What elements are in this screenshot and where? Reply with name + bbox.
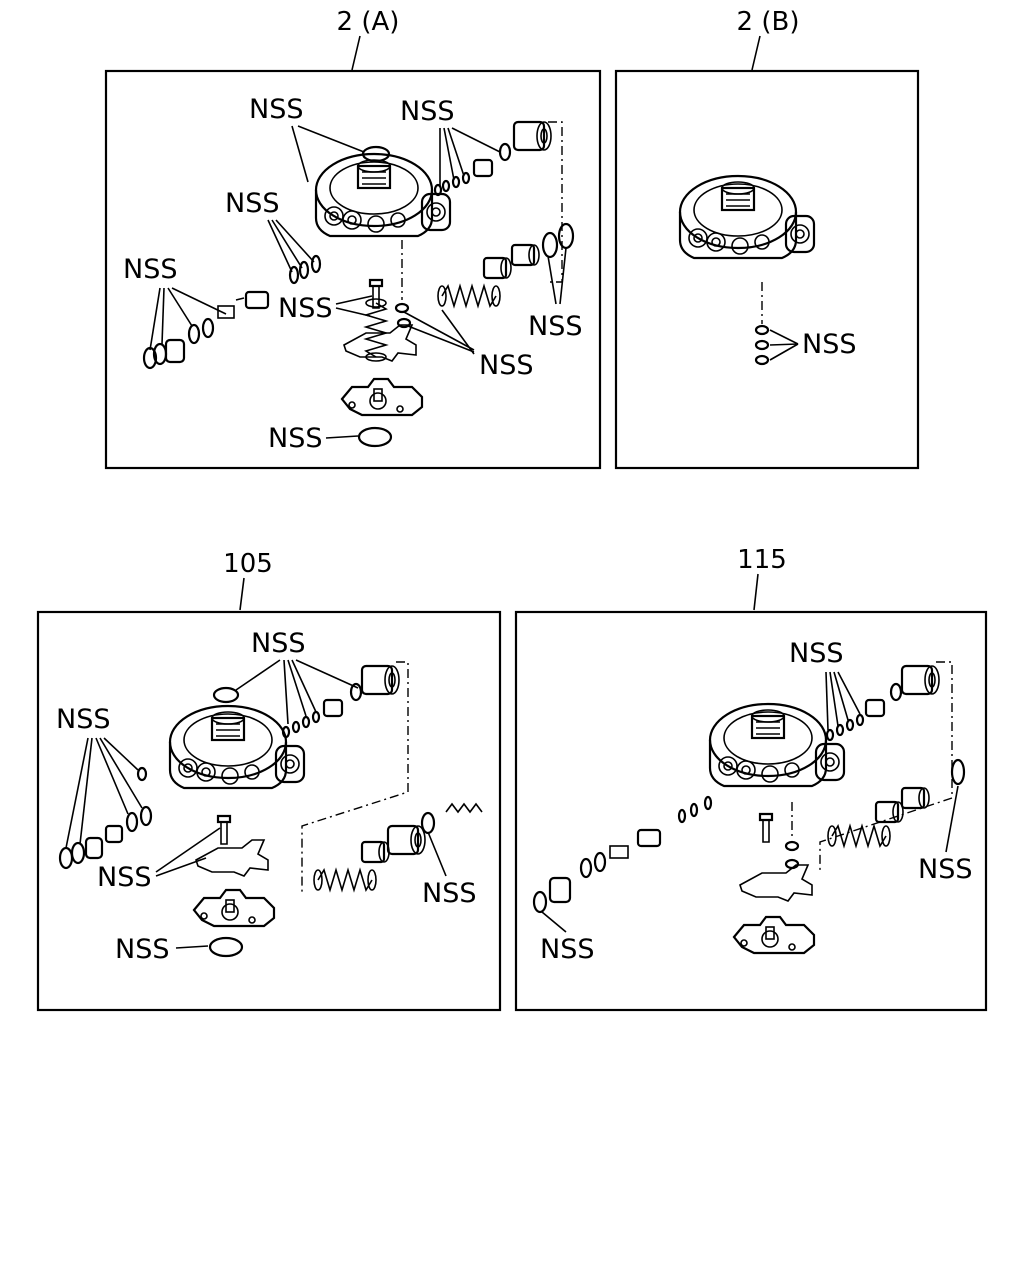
top-oring bbox=[212, 686, 240, 704]
left-plunger-stack bbox=[142, 254, 322, 370]
nss-label: NSS bbox=[225, 188, 279, 219]
panel-115: 115 bbox=[514, 545, 988, 1012]
nss-label: NSS bbox=[97, 862, 151, 893]
nss-label: NSS bbox=[540, 934, 594, 965]
nss-label: NSS bbox=[278, 293, 332, 324]
cover-plate bbox=[732, 915, 816, 955]
nss-label: NSS bbox=[249, 94, 303, 125]
panel-2a-frame bbox=[104, 69, 602, 470]
valve-body bbox=[708, 702, 846, 788]
small-oring bbox=[754, 354, 770, 366]
valve-body bbox=[168, 704, 306, 790]
nss-label: NSS bbox=[251, 628, 305, 659]
cover-plate bbox=[340, 377, 424, 417]
nss-label: NSS bbox=[479, 350, 533, 381]
small-oring bbox=[754, 339, 770, 351]
nss-label: NSS bbox=[802, 329, 856, 360]
gasket bbox=[195, 839, 269, 877]
nss-label: NSS bbox=[422, 878, 476, 909]
cover-oring bbox=[208, 936, 244, 958]
bolt bbox=[216, 814, 232, 846]
valve-body bbox=[314, 152, 452, 238]
cover-plate bbox=[192, 888, 276, 928]
nss-label: NSS bbox=[528, 311, 582, 342]
panel-2b-caption: 2 (B) bbox=[737, 7, 800, 37]
left-plunger-stack bbox=[532, 795, 713, 914]
panel-105-caption: 105 bbox=[223, 549, 273, 579]
nss-label: NSS bbox=[115, 934, 169, 965]
panel-2b-frame bbox=[614, 69, 920, 470]
gasket bbox=[739, 864, 813, 902]
nss-label: NSS bbox=[56, 704, 110, 735]
bolt bbox=[758, 812, 774, 844]
panel-2a: 2 (A) bbox=[104, 7, 602, 470]
left-plunger-stack bbox=[58, 766, 153, 870]
panel-115-caption: 115 bbox=[737, 545, 787, 575]
panel-2a-caption: 2 (A) bbox=[337, 7, 400, 37]
panel-105-frame bbox=[36, 610, 502, 1012]
small-oring bbox=[784, 858, 800, 870]
nss-label: NSS bbox=[268, 423, 322, 454]
small-oring bbox=[784, 840, 800, 852]
small-oring-b bbox=[396, 317, 412, 329]
nss-label: NSS bbox=[789, 638, 843, 669]
panel-105: 105 bbox=[36, 549, 502, 1012]
right-plunger-stack bbox=[819, 661, 966, 872]
small-oring bbox=[754, 324, 770, 336]
nss-label: NSS bbox=[918, 854, 972, 885]
right-plunger-stack bbox=[281, 661, 483, 892]
valve-body bbox=[678, 174, 816, 260]
panel-2b: 2 (B) NSS bbox=[614, 7, 920, 470]
nss-label: NSS bbox=[123, 254, 177, 285]
cover-oring bbox=[357, 426, 393, 448]
panel-115-frame bbox=[514, 610, 988, 1012]
top-oring bbox=[361, 145, 391, 163]
small-oring-a bbox=[394, 302, 410, 314]
nss-label: NSS bbox=[400, 96, 454, 127]
